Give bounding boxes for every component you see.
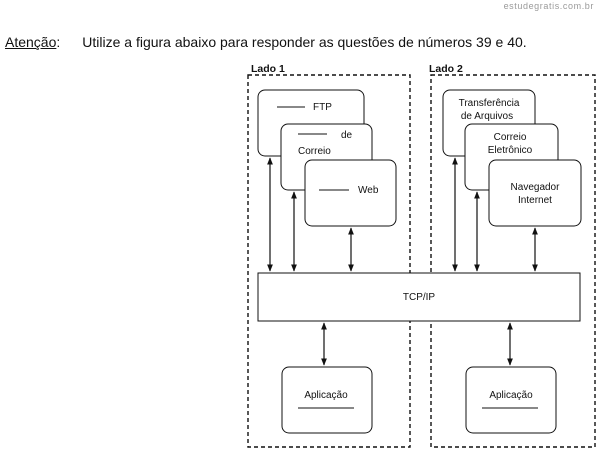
instruction-line: Atenção: Utilize a figura abaixo para res… [5, 34, 527, 50]
side1-container [247, 74, 411, 448]
attention-label: Atenção [5, 34, 57, 50]
side1-app-box: Aplicação [281, 366, 373, 434]
tcpip-label: TCP/IP [403, 292, 436, 303]
browser-label-line2: Internet [518, 195, 552, 206]
attention-colon: : [56, 34, 61, 50]
ftp-label: FTP [313, 102, 332, 113]
side1-app-label: Aplicação [304, 390, 348, 401]
instruction-text: Utilize a figura abaixo para responder a… [82, 34, 527, 50]
side2-title: Lado 2 [429, 63, 463, 75]
side2-browser-box: Navegador Internet [488, 159, 582, 227]
site-watermark: estudegratis.com.br [503, 1, 594, 11]
side2-app-label: Aplicação [489, 390, 533, 401]
mail-label-line1: de [341, 130, 353, 141]
email-label-line1: Correio [494, 132, 527, 143]
side2-app-box: Aplicação [465, 366, 557, 434]
mail-label-line2: Correio [298, 146, 331, 157]
web-label: Web [358, 185, 379, 196]
transfer-label-line1: Transferência [459, 98, 520, 109]
side1-web-box: Web [304, 159, 397, 227]
browser-label-line1: Navegador [511, 182, 561, 193]
transfer-label-line2: de Arquivos [461, 111, 513, 122]
email-label-line2: Eletrônico [488, 145, 533, 156]
tcpip-box [257, 272, 581, 322]
side2-container [430, 74, 596, 448]
side1-title: Lado 1 [251, 63, 285, 75]
